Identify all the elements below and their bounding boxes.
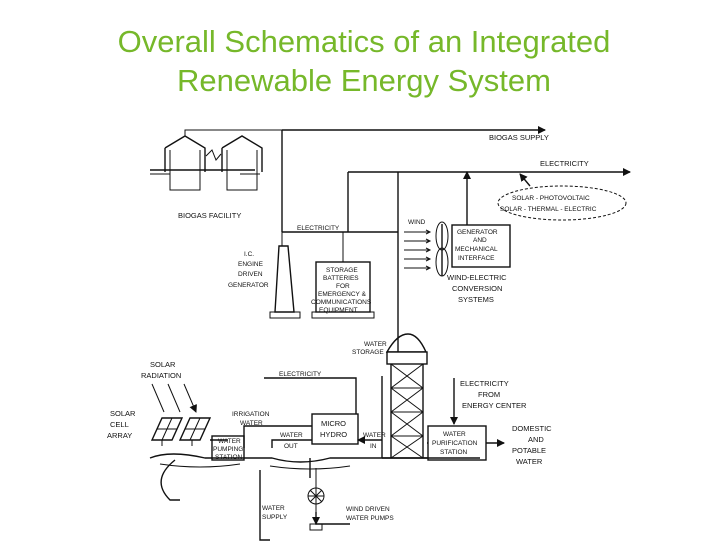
energy-center-label-2: FROM xyxy=(478,390,500,399)
biogas-supply-label: BIOGAS SUPPLY xyxy=(489,133,549,142)
domestic-label-4: WATER xyxy=(516,457,543,466)
storage-label-1: STORAGE xyxy=(326,267,358,274)
ic-label-1: I.C. xyxy=(244,251,254,258)
wec-label-1: WIND-ELECTRIC xyxy=(447,273,507,282)
water-supply-label-1: WATER xyxy=(262,505,285,512)
generator-label-3: MECHANICAL xyxy=(455,246,498,253)
slide-title: Overall Schematics of an Integrated Rene… xyxy=(0,22,728,100)
storage-label-6: EQUIPMENT xyxy=(319,307,358,314)
storage-batteries: STORAGE BATTERIES FOR EMERGENCY & COMMUN… xyxy=(311,232,375,319)
water-channel xyxy=(149,453,480,541)
micro-hydro-label-2: HYDRO xyxy=(320,430,347,439)
energy-center-label-1: ELECTRICITY xyxy=(460,379,509,388)
electricity-mid-label: ELECTRICITY xyxy=(279,371,322,378)
energy-center-label-3: ENERGY CENTER xyxy=(462,401,527,410)
storage-label-2: BATTERIES xyxy=(323,275,359,282)
wind-pumps-label-1: WIND DRIVEN xyxy=(346,506,390,513)
solar-radiation-label-1: SOLAR xyxy=(150,360,176,369)
water-storage-tower: WATER STORAGE xyxy=(352,232,432,459)
purification-label-1: WATER xyxy=(443,431,466,438)
electricity-upper-label: ELECTRICITY xyxy=(297,225,340,232)
water-out-label-1: WATER xyxy=(280,432,303,439)
ic-label-2: ENGINE xyxy=(238,261,264,268)
wind-pumps-label-2: WATER PUMPS xyxy=(346,515,394,522)
water-out-label-2: OUT xyxy=(284,443,298,450)
micro-hydro: MICRO HYDRO WATER OUT WATER IN xyxy=(271,413,386,450)
purification-label-2: PURIFICATION xyxy=(432,440,478,447)
wec-label-2: CONVERSION xyxy=(452,284,502,293)
ic-label-3: DRIVEN xyxy=(238,271,263,278)
solar-pv-label-2: SOLAR - THERMAL - ELECTRIC xyxy=(500,206,597,213)
solar-radiation-label-2: RADIATION xyxy=(141,371,181,380)
title-line-2: Renewable Energy System xyxy=(177,63,551,98)
wind-generator: WIND GENERATOR AND MECHANICAL INTERFACE … xyxy=(404,219,511,304)
water-purification-station: WATER PURIFICATION STATION DOMESTIC AND … xyxy=(427,424,552,466)
ic-engine-generator: I.C. ENGINE DRIVEN GENERATOR xyxy=(228,232,301,319)
generator-label-1: GENERATOR xyxy=(457,229,498,236)
solar-cell-label-1: SOLAR xyxy=(110,409,136,418)
domestic-label-2: AND xyxy=(528,435,544,444)
storage-label-5: COMMUNICATIONS xyxy=(311,299,372,306)
micro-hydro-label-1: MICRO xyxy=(321,419,346,428)
generator-label-4: INTERFACE xyxy=(458,255,495,262)
title-line-1: Overall Schematics of an Integrated xyxy=(117,24,611,59)
wec-label-3: SYSTEMS xyxy=(458,295,494,304)
solar-array: SOLAR RADIATION SOLAR CELL ARRAY xyxy=(107,360,212,446)
irrigation-label-2: WATER xyxy=(240,420,263,427)
ic-label-4: GENERATOR xyxy=(228,282,269,289)
generator-label-2: AND xyxy=(473,237,487,244)
water-storage-label-2: STORAGE xyxy=(352,349,384,356)
water-in-label-1: WATER xyxy=(363,432,386,439)
water-in-label-2: IN xyxy=(370,443,377,450)
storage-label-3: FOR xyxy=(336,283,350,290)
domestic-label-1: DOMESTIC xyxy=(512,424,552,433)
wind-label: WIND xyxy=(408,219,426,226)
solar-cell-label-3: ARRAY xyxy=(107,431,132,440)
domestic-label-3: POTABLE xyxy=(512,446,546,455)
storage-label-4: EMERGENCY & xyxy=(318,291,367,298)
solar-pv-ellipse xyxy=(497,185,627,221)
water-storage-label-1: WATER xyxy=(364,341,387,348)
pumping-label-2: PUMPING xyxy=(213,446,243,453)
purification-label-3: STATION xyxy=(440,449,468,456)
solar-cell-label-2: CELL xyxy=(110,420,129,429)
electricity-main-label: ELECTRICITY xyxy=(540,159,589,168)
biogas-facility-label: BIOGAS FACILITY xyxy=(178,211,241,220)
solar-pv-label-1: SOLAR - PHOTOVOLTAIC xyxy=(512,195,590,202)
water-supply-label-2: SUPPLY xyxy=(262,514,288,521)
irrigation-label-1: IRRIGATION xyxy=(232,411,270,418)
wind-driven-water-pumps: WATER SUPPLY WIND DRIVEN WATER PUMPS xyxy=(262,468,394,531)
pumping-label-1: WATER xyxy=(218,438,241,445)
biogas-facility: BIOGAS FACILITY xyxy=(150,129,282,220)
